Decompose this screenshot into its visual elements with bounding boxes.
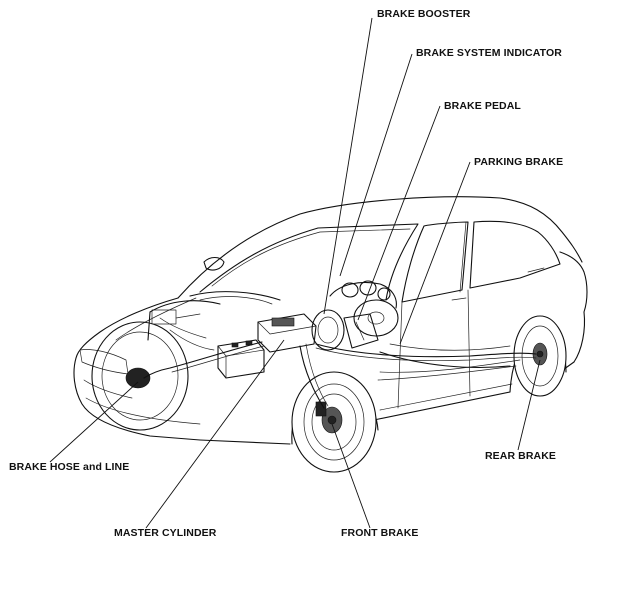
label-master-cylinder: MASTER CYLINDER: [114, 527, 217, 539]
leader-brake-pedal: [357, 105, 441, 321]
brake-lines: [143, 341, 537, 409]
leader-brake-system-indicator: [339, 53, 413, 277]
leader-front-brake: [331, 423, 371, 529]
label-brake-booster: BRAKE BOOSTER: [377, 8, 471, 20]
leader-brake-booster: [323, 17, 373, 315]
label-parking-brake: PARKING BRAKE: [474, 156, 564, 168]
label-front-brake: FRONT BRAKE: [341, 527, 419, 539]
leader-parking-brake: [399, 161, 471, 345]
label-rear-brake: REAR BRAKE: [485, 450, 557, 462]
front-left-wheel: [91, 321, 189, 431]
leader-brake-hose-and-line: [49, 381, 139, 463]
label-brake-system-indicator: BRAKE SYSTEM INDICATOR: [416, 47, 562, 59]
leader-rear-brake: [517, 359, 541, 451]
label-brake-pedal: BRAKE PEDAL: [444, 100, 521, 112]
label-brake-hose-and-line: BRAKE HOSE and LINE: [9, 461, 130, 473]
rear-right-wheel: [509, 315, 567, 397]
leader-master-cylinder: [145, 339, 285, 529]
front-right-wheel: [291, 371, 379, 473]
engine-bay: [147, 280, 399, 379]
leader-lines: [49, 17, 541, 529]
